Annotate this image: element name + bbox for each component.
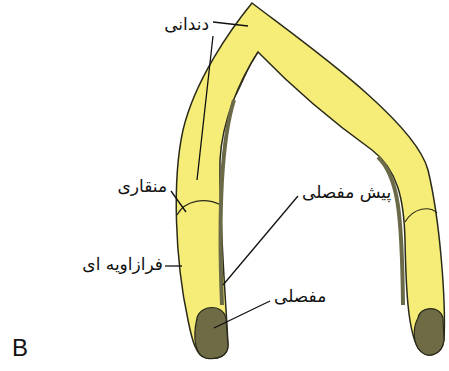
leader-line	[165, 265, 182, 266]
part-label: دندانی	[164, 14, 209, 34]
part-label: منقاری	[117, 176, 167, 196]
panel-letter: B	[12, 334, 28, 363]
prearticular-strip	[378, 157, 403, 305]
leader-line	[223, 196, 298, 285]
part-label: فرازاویه ای	[82, 254, 163, 274]
jaw-outline	[176, 3, 444, 358]
leader-line	[213, 22, 248, 26]
leader-line	[214, 301, 270, 328]
part-label: مفصلی	[274, 286, 326, 306]
leader-line	[171, 191, 186, 212]
leader-line	[197, 36, 213, 180]
dentary-boundary	[405, 209, 437, 222]
part-label: پیش مفصلی	[302, 182, 391, 202]
articular-bone	[195, 307, 228, 358]
articular-bone	[414, 309, 444, 355]
dentary-inner-line	[236, 52, 258, 95]
